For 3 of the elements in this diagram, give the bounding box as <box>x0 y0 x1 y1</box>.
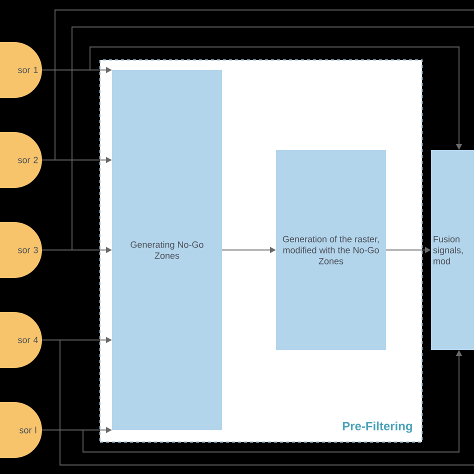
process-box: Fusion signals, mod <box>431 150 474 350</box>
process-box: Generation of the raster, modified with the No-Go Zones <box>276 150 386 350</box>
process-box: Generating No-Go Zones <box>112 70 222 430</box>
